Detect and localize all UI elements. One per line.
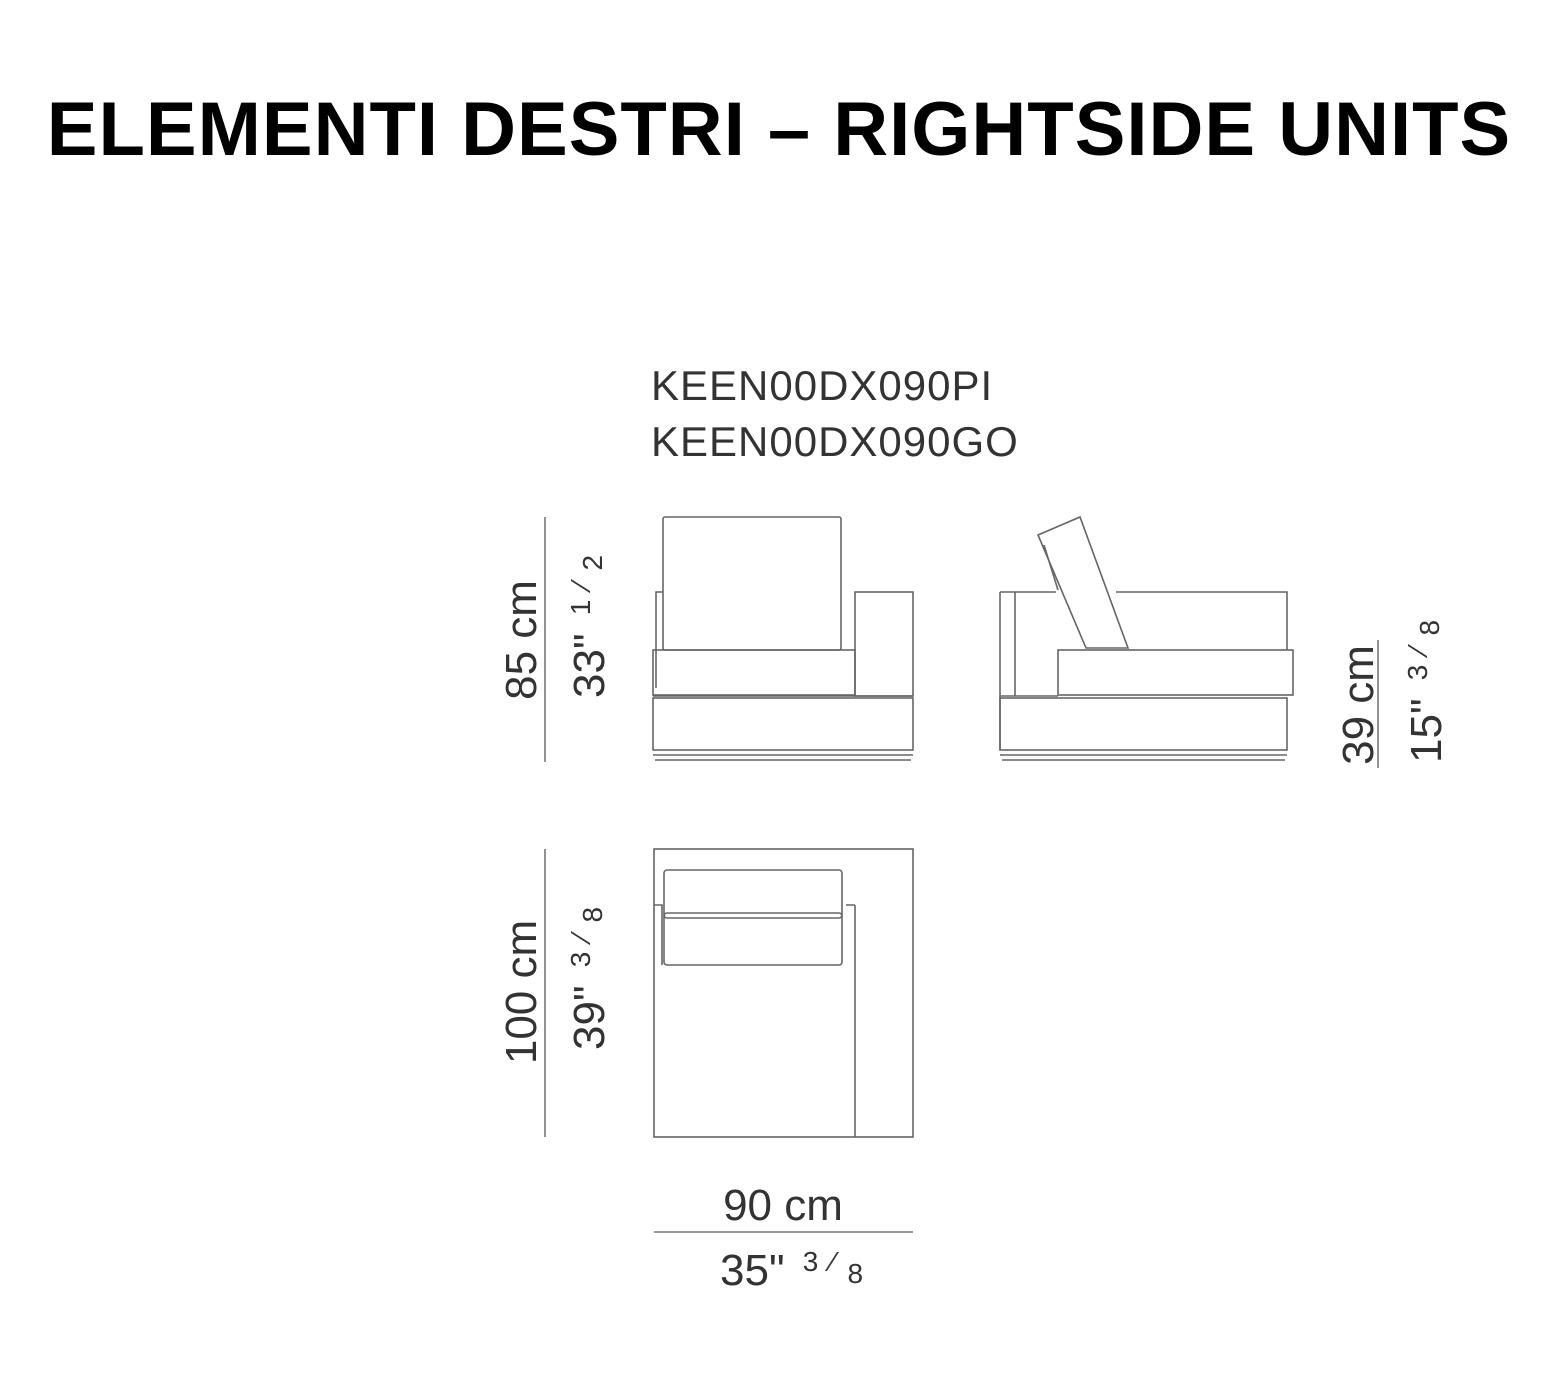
- depth-frac-den: 8: [577, 907, 608, 923]
- svg-text:33" 1 ⁄ 2: 33" 1 ⁄ 2: [551, 555, 614, 698]
- height-frac-den: 2: [577, 555, 608, 571]
- width-frac-den: 8: [848, 1258, 864, 1289]
- height-label: 85 cm: [497, 580, 546, 700]
- depth-frac-num: 3: [565, 952, 596, 968]
- seat-height-frac-num: 3: [1402, 665, 1433, 681]
- seat-height-cm: 39 cm: [1334, 645, 1383, 765]
- depth-inch-label: 39" 3 ⁄ 8: [551, 907, 614, 1050]
- seat-height-inch-label: 15" 3 ⁄ 8: [1388, 620, 1451, 763]
- height-inch-label: 33" 1 ⁄ 2: [551, 555, 614, 698]
- seat-height-inch: 15": [1402, 698, 1451, 763]
- product-code-1: KEEN00DX090PI: [651, 362, 994, 409]
- depth-cm: 100 cm: [497, 920, 546, 1064]
- side-view-drawing: [999, 515, 1294, 761]
- width-cm: 90 cm: [723, 1181, 843, 1230]
- depth-label: 100 cm: [497, 920, 546, 1064]
- height-inch: 33": [565, 633, 614, 698]
- svg-text:39" 3 ⁄ 8: 39" 3 ⁄ 8: [551, 907, 614, 1050]
- page-title: ELEMENTI DESTRI – RIGHTSIDE UNITS: [46, 87, 1512, 172]
- height-cm: 85 cm: [497, 580, 546, 700]
- width-inch-label: 35" 3 ⁄ 8: [720, 1232, 863, 1295]
- width-frac-num: 3: [803, 1246, 819, 1277]
- seat-height-label: 39 cm: [1334, 645, 1383, 765]
- height-frac-num: 1: [565, 600, 596, 616]
- seat-height-frac-den: 8: [1414, 620, 1445, 636]
- product-code-2: KEEN00DX090GO: [651, 418, 1019, 465]
- width-inch: 35": [720, 1246, 785, 1295]
- top-view-drawing: [653, 848, 914, 1138]
- front-view-drawing: [652, 516, 914, 761]
- depth-inch: 39": [565, 985, 614, 1050]
- svg-text:15" 3 ⁄ 8: 15" 3 ⁄ 8: [1388, 620, 1451, 763]
